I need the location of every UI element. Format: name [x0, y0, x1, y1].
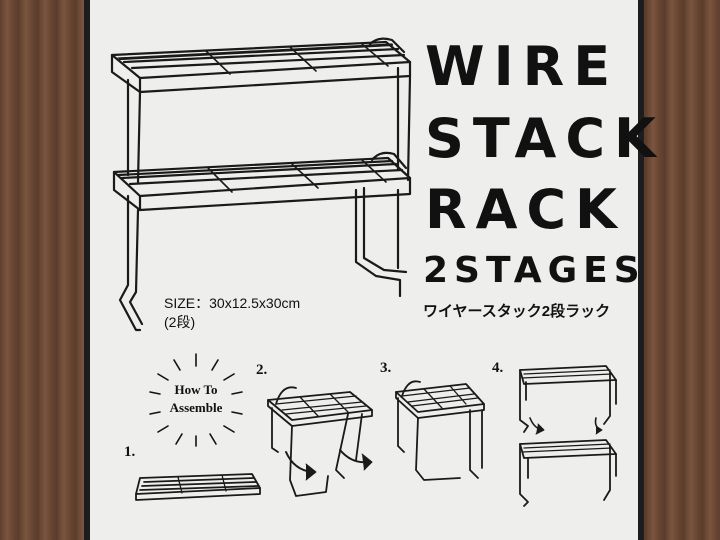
step-3-number: 3.: [380, 360, 392, 376]
step-2-number: 2.: [256, 362, 268, 378]
title-wire: WIRE: [425, 35, 620, 98]
how-to-assemble-badge: [149, 353, 243, 447]
japanese-product-name: ワイヤースタック2段ラック: [423, 303, 611, 320]
badge-assemble: Assemble: [169, 400, 223, 415]
title-stack: STACK: [425, 107, 665, 170]
step-4-number: 4.: [492, 360, 504, 376]
title-2stages: 2STAGES: [423, 250, 646, 291]
size-stages: (2段): [164, 314, 196, 330]
step-1-number: 1.: [124, 444, 136, 460]
badge-how-to: How To: [174, 382, 218, 397]
size-dimensions: SIZE：30x12.5x30cm: [164, 295, 301, 311]
title-rack: RACK: [425, 178, 626, 241]
size-info: SIZE：30x12.5x30cm (2段): [164, 294, 300, 332]
